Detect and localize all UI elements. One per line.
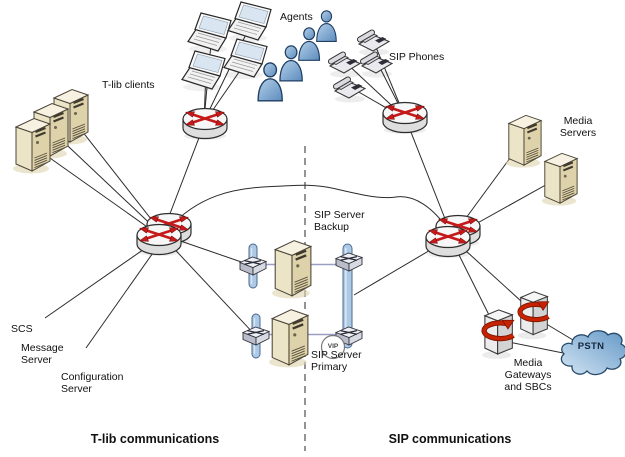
- router-icon: [181, 107, 229, 142]
- sip-phone-icon: [362, 55, 392, 78]
- router-stack-icon: [426, 216, 480, 259]
- laptop-icon: [181, 50, 226, 92]
- agent-icon: [316, 10, 337, 43]
- sip-phone-icon: [335, 80, 365, 103]
- connection-lines: [32, 21, 589, 357]
- label-sip-phones: SIP Phones: [389, 51, 445, 63]
- label-media-gateways: Media Gateways and SBCs: [504, 357, 552, 394]
- title-sip-communications: SIP communications: [388, 432, 512, 446]
- router-stack-icon: [137, 214, 191, 257]
- media-gateway-icon: [482, 310, 514, 359]
- pstn-cloud: [560, 330, 625, 376]
- label-vip: VIP: [327, 343, 339, 350]
- agent-icon: [257, 62, 283, 102]
- label-sip-server-backup: SIP Server Backup: [314, 209, 365, 234]
- label-agents: Agents: [280, 11, 313, 23]
- media-server-icon: [504, 114, 543, 169]
- media-server-icon: [540, 152, 579, 207]
- agent-icon: [279, 45, 303, 82]
- sip-phone-icon: [330, 55, 360, 78]
- laptop-icon: [227, 1, 272, 43]
- switch-icon: [243, 314, 269, 358]
- label-message-server: Message Server: [21, 342, 64, 367]
- title-tlib-communications: T-lib communications: [90, 432, 220, 446]
- label-pstn: PSTN: [577, 341, 605, 352]
- label-configuration-server: Configuration Server: [61, 371, 124, 396]
- agent-icon: [298, 27, 321, 61]
- router-icon: [381, 101, 429, 136]
- label-tlib-clients: T-lib clients: [102, 79, 155, 91]
- sip-server-primary-icon: [267, 308, 310, 369]
- switch-icon: [240, 244, 266, 288]
- sip-server-backup-icon: [270, 239, 313, 300]
- label-media-servers: Media Servers: [559, 115, 597, 140]
- laptop-icon: [187, 12, 232, 54]
- label-sip-server-primary: SIP Server Primary: [311, 349, 362, 374]
- server-icon: [11, 117, 52, 175]
- media-gateway-icon: [518, 292, 549, 340]
- redundancy-bar: [335, 243, 363, 349]
- vip-badge: [320, 334, 346, 360]
- label-scs: SCS: [11, 323, 33, 335]
- laptop-icon: [223, 38, 268, 80]
